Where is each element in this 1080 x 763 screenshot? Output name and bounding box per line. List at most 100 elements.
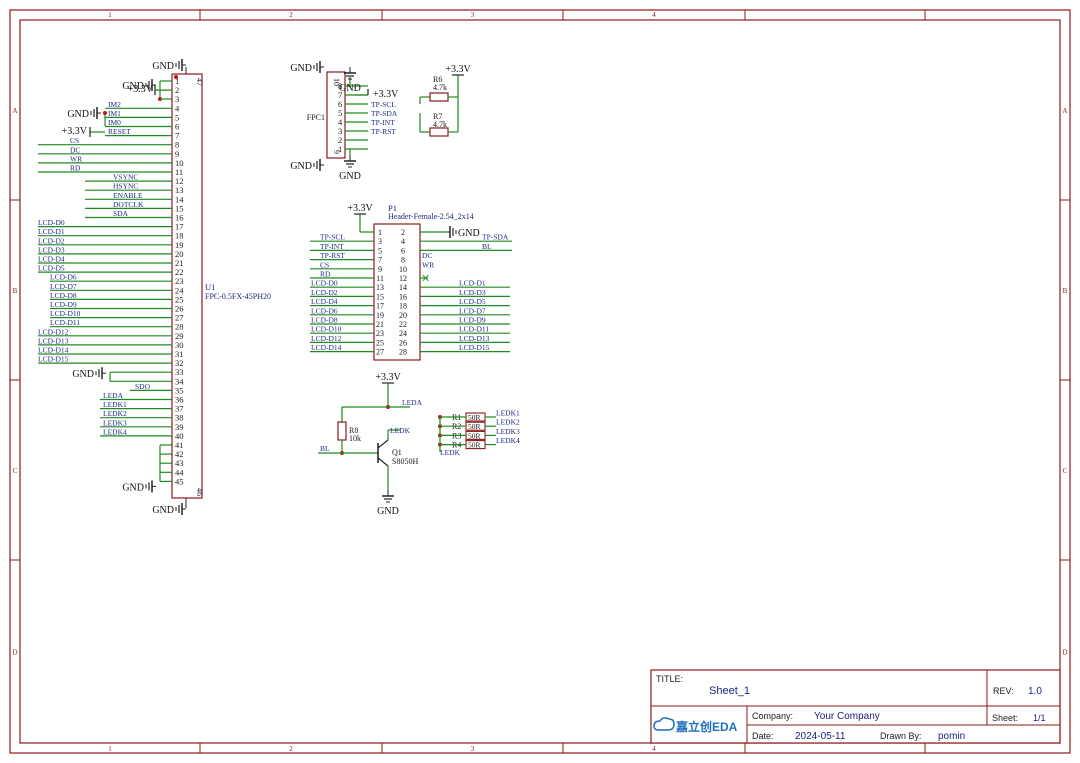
net-label: LCD-D9 (459, 316, 486, 325)
net-label: SDA (113, 209, 129, 218)
col-number: 4 (652, 745, 656, 753)
pin-number: 3 (378, 237, 382, 246)
net-label: LCD-D1 (459, 279, 486, 288)
net-label: IM1 (108, 109, 121, 118)
pin-number: 8 (338, 81, 342, 91)
net-label: LCD-D11 (50, 318, 80, 327)
gnd-label: GND (339, 83, 361, 94)
pin-number: 20 (399, 311, 407, 320)
row-letter: D (12, 649, 17, 657)
company-label: Company: (752, 711, 793, 721)
net-label: LEDK4 (496, 436, 520, 445)
pin-number: 19 (376, 311, 384, 320)
net-label: SDO (135, 382, 151, 391)
gnd-label: GND (152, 61, 174, 72)
col-number: 3 (471, 11, 475, 19)
pin-number: 5 (175, 112, 179, 122)
power-label: +3.3V (373, 89, 399, 100)
net-label: LCD-D1 (38, 227, 65, 236)
net-label: TP-SDA (482, 233, 509, 242)
pin-number: 3 (175, 94, 179, 104)
pin-number: 41 (175, 440, 184, 450)
pin-number: 14 (399, 283, 407, 292)
power-label: +3.3V (445, 64, 471, 75)
connector-u1[interactable]: 1234567891011121314151617181920212223242… (38, 59, 271, 516)
pin-number: 4 (401, 237, 405, 246)
pin-number: 5 (378, 246, 382, 255)
col-number: 1 (108, 745, 112, 753)
row-letter: B (1063, 287, 1068, 295)
net-label: LCD-D15 (459, 343, 490, 352)
pin-number: 9 (332, 150, 341, 154)
col-number: 2 (289, 745, 293, 753)
part-value: FPC-0.5FX-45PH20 (205, 292, 271, 301)
net-label: LCD-D5 (38, 264, 65, 273)
net-label: LEDK2 (103, 409, 127, 418)
pin-number: 13 (175, 185, 184, 195)
gnd-label: GND (339, 171, 361, 182)
pin-number: 27 (376, 348, 384, 357)
net-label: TP-SCL (320, 233, 345, 242)
ref-designator: R7 (433, 112, 442, 121)
pin-number: 14 (175, 194, 184, 204)
gnd-label: GND (122, 482, 144, 493)
pin-number: 35 (175, 385, 184, 395)
ref-designator: P1 (388, 203, 397, 213)
net-label: LCD-D8 (311, 316, 338, 325)
ref-designator: R8 (349, 426, 358, 435)
gnd-label: GND (458, 228, 480, 239)
pin-number: 25 (376, 338, 384, 347)
net-label: IM0 (108, 118, 121, 127)
pin-number: 15 (175, 203, 184, 213)
pin-number: 1 (378, 228, 382, 237)
net-label: BL (482, 242, 492, 251)
pin-number: 19 (175, 240, 184, 250)
net-label: LCD-D13 (38, 336, 69, 345)
pin-number: 25 (175, 294, 184, 304)
col-number: 1 (108, 11, 112, 19)
pin-number: 10 (399, 265, 407, 274)
ref-designator: U1 (205, 282, 215, 292)
pin-number: 39 (175, 422, 184, 432)
pin-number: 30 (175, 340, 184, 350)
pin-number: 27 (175, 313, 184, 323)
pin-number: 8 (401, 256, 405, 265)
power-label: +3.3V (128, 84, 154, 95)
pin-number: 26 (175, 304, 184, 314)
connector-fpc1[interactable]: FPC110987654321TP-SCLTP-SDATP-INTTP-RSTG… (290, 61, 471, 182)
pin-number: 12 (399, 274, 407, 283)
pin-number: 11 (175, 167, 183, 177)
pin-number: 47 (195, 78, 204, 86)
pin-number: 13 (376, 283, 384, 292)
pin-number: 7 (338, 90, 342, 100)
net-label: TP-INT (320, 242, 344, 251)
net-label: TP-RST (320, 251, 345, 260)
net-label: LEDK (440, 448, 461, 457)
net-label: LCD-D3 (38, 245, 65, 254)
net-label: IM2 (108, 100, 121, 109)
pin-number: 38 (175, 413, 184, 423)
part-value: 50R (468, 431, 481, 440)
pin-number: 6 (338, 99, 342, 109)
gnd-label: GND (67, 109, 89, 120)
pin-number: 21 (175, 258, 184, 268)
net-label: LCD-D7 (459, 306, 486, 315)
pin-number: 3 (338, 126, 342, 136)
row-letter: A (1062, 107, 1067, 115)
net-label: LCD-D10 (311, 325, 342, 334)
title-value: Sheet_1 (709, 685, 750, 697)
net-label: LCD-D13 (459, 334, 490, 343)
ref-designator: R6 (433, 75, 442, 84)
pin-number: 1 (175, 76, 179, 86)
net-label: RD (70, 164, 81, 173)
pin-number: 2 (175, 85, 179, 95)
net-label: TP-RST (371, 127, 396, 136)
company-value: Your Company (814, 711, 880, 722)
net-label: CS (320, 260, 329, 269)
pin-number: 42 (175, 449, 184, 459)
